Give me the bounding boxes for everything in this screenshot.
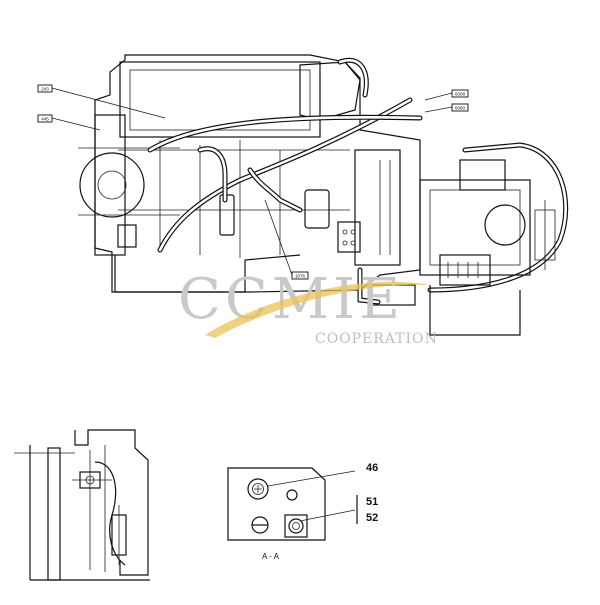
engine-assembly — [78, 54, 421, 293]
ref-tag-6060: 6060 — [424, 103, 469, 113]
transmission-assembly — [369, 159, 556, 336]
reference-tags: 243 445 6008 6060 1076 — [37, 84, 469, 280]
oil-pan — [114, 254, 301, 293]
svg-text:6060: 6060 — [455, 106, 466, 111]
ref-tag-6008: 6008 — [424, 89, 469, 101]
part-46-sensor — [247, 478, 269, 500]
svg-text:1076: 1076 — [295, 274, 306, 279]
crank-pulley — [79, 152, 145, 218]
part-51-52-fitting — [284, 514, 308, 538]
svg-text:6008: 6008 — [455, 92, 466, 97]
tensioner — [117, 224, 137, 248]
intake-manifold — [299, 61, 361, 121]
section-a-a-view: 46 51 52 A - A — [227, 462, 378, 561]
callout-51: 51 — [366, 496, 378, 508]
slotted-plug — [251, 516, 269, 534]
callout-46: 46 — [366, 462, 378, 474]
starter-motor — [354, 149, 401, 266]
control-valve — [439, 254, 491, 286]
output-shaft — [484, 204, 526, 246]
ref-tag-445: 445 — [37, 114, 101, 131]
mounting-bracket — [429, 285, 521, 336]
valve-cover — [119, 61, 321, 138]
valve-cover-inner — [129, 69, 311, 131]
oil-filter — [304, 189, 330, 229]
ref-tag-1076: 1076 — [264, 199, 309, 280]
watermark: CCMIE COOPERATION — [178, 267, 438, 347]
crank-pulley-hub — [97, 170, 127, 200]
section-a-a-plate — [227, 467, 326, 541]
watermark-swoosh — [205, 281, 430, 338]
watermark-subtitle: COOPERATION — [315, 331, 438, 347]
pump-flange — [459, 159, 506, 191]
fan-shroud — [94, 114, 126, 256]
hose-lines — [147, 57, 569, 305]
ref-tag-243: 243 — [37, 84, 166, 119]
mount-hole — [286, 489, 298, 501]
relay-box — [337, 221, 361, 253]
svg-text:445: 445 — [41, 117, 49, 122]
svg-text:243: 243 — [41, 87, 49, 92]
detail-view-bracket — [14, 429, 150, 581]
callout-52: 52 — [366, 512, 378, 524]
transmission-housing — [419, 179, 531, 276]
section-label: A - A — [262, 552, 280, 561]
